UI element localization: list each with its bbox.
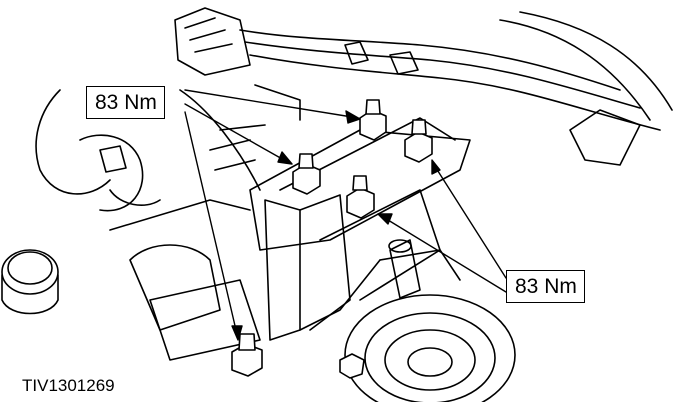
pulley xyxy=(344,294,516,402)
nut-4 xyxy=(346,175,375,219)
nut-3 xyxy=(292,153,321,195)
nut-6 xyxy=(339,353,365,379)
wiring-harness xyxy=(174,7,673,166)
nut-2 xyxy=(404,119,433,163)
mounting-bracket xyxy=(249,117,471,341)
engine-block xyxy=(35,84,301,361)
tube-stub xyxy=(388,239,421,299)
torque-callout-upper: 83 Nm xyxy=(86,86,165,119)
figure-reference: TIV1301269 xyxy=(22,376,115,395)
leader-arrows xyxy=(184,89,507,341)
torque-callout-lower: 83 Nm xyxy=(506,270,585,303)
nut-1 xyxy=(359,99,387,141)
nut-5 xyxy=(231,333,263,377)
filler-cap xyxy=(1,249,59,315)
